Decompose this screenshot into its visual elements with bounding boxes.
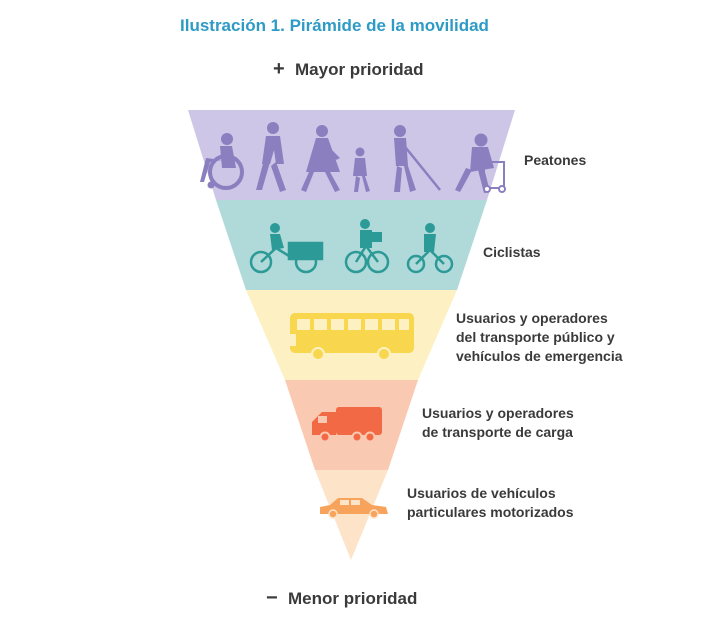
walking-man-icon [256,122,286,192]
bus-icon [290,313,414,361]
level-label-peatones: Peatones [524,152,587,168]
band-ciclistas [216,200,487,290]
walking-woman-icon [301,125,340,192]
child-icon [353,147,370,192]
elderly-walker-icon [455,133,506,193]
bottom-priority-label: Menor prioridad [288,589,418,608]
top-priority-label: Mayor prioridad [295,60,424,79]
wheelchair-user-icon [200,133,244,190]
plus-icon: + [273,58,285,80]
cargo-bike-icon [249,223,324,274]
minus-icon: − [266,587,278,609]
cyclist-icon [406,223,454,274]
bottom-priority: −Menor prioridad [266,587,417,610]
level-label-carga: Usuarios y operadores de transporte de c… [422,405,574,440]
car-icon [320,498,388,519]
level-label-ciclistas: Ciclistas [483,244,541,260]
band-peatones [188,110,515,200]
band-particulares [315,470,388,560]
figure-title: Ilustración 1. Pirámide de la movilidad [180,16,489,35]
blind-person-cane-icon [394,125,441,192]
level-label-transporte-publico: Usuarios y operadores del transporte púb… [456,310,623,364]
level-label-particulares: Usuarios de vehículos particulares motor… [407,485,574,520]
truck-icon [312,407,382,443]
cyclist-icon [344,219,390,274]
top-priority: + Mayor prioridad [273,58,423,81]
